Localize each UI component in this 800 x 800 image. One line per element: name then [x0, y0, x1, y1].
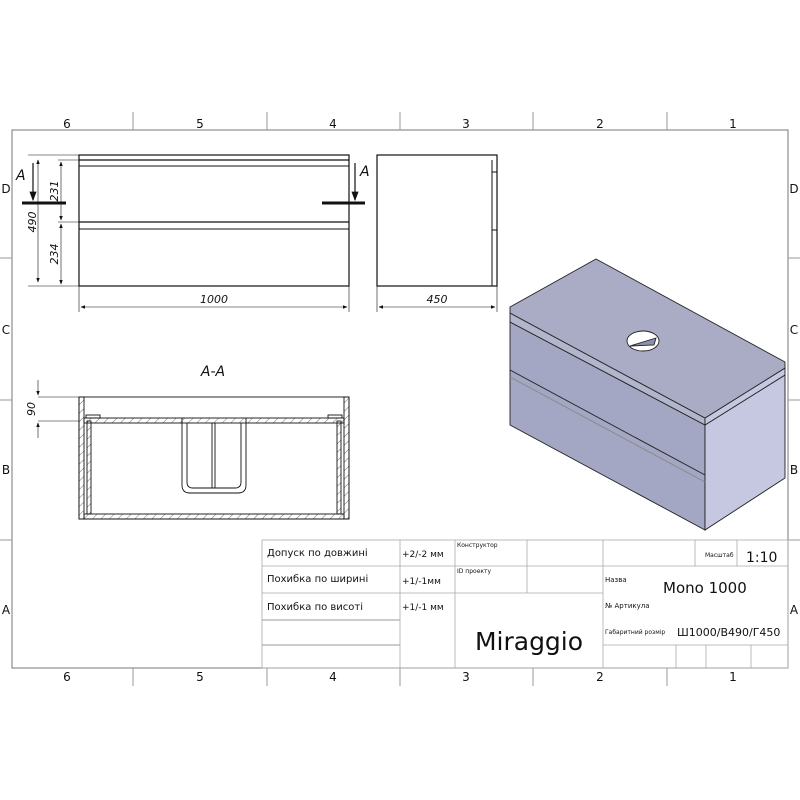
dim-width: 1000	[200, 293, 228, 306]
row-label: D	[789, 182, 798, 196]
project-id-label: ID проекту	[457, 568, 492, 575]
column-label: 1	[729, 670, 737, 684]
dimensions-value: Ш1000/В490/Г450	[677, 626, 780, 639]
column-label: 4	[329, 670, 337, 684]
dim-bottom-drawer: 234	[48, 244, 61, 265]
brand-name: Miraggio	[475, 627, 583, 656]
section-title: A-A	[200, 364, 225, 380]
section-view	[36, 380, 350, 520]
front-view	[22, 154, 365, 312]
dim-top-drawer: 231	[48, 181, 61, 202]
column-label: 6	[63, 670, 71, 684]
column-label: 2	[596, 117, 604, 131]
row-label: A	[790, 603, 799, 617]
dimensions-label: Габаритний розмір	[605, 629, 665, 636]
column-label: 2	[596, 670, 604, 684]
column-label: 1	[729, 117, 737, 131]
article-label: № Артикула	[605, 602, 650, 610]
row-label: B	[2, 463, 10, 477]
tolerance-width-label: Похибка по ширині	[267, 573, 368, 585]
tolerance-length-value: +2/-2 мм	[402, 550, 444, 560]
title-block	[261, 539, 789, 669]
scale-label: Масштаб	[705, 552, 734, 559]
product-name: Mono 1000	[663, 579, 747, 597]
section-mark-left: A	[15, 168, 26, 184]
side-view	[376, 154, 498, 312]
row-label: C	[790, 323, 798, 337]
tolerance-height-label: Похибка по висоті	[267, 601, 363, 613]
tolerance-width-value: +1/-1мм	[402, 577, 441, 587]
dim-depth: 450	[427, 293, 448, 306]
column-label: 6	[63, 117, 71, 131]
name-label: Назва	[605, 576, 627, 584]
row-label: B	[790, 463, 798, 477]
dim-total-height: 490	[26, 212, 39, 233]
column-label: 3	[462, 117, 470, 131]
isometric-view	[509, 258, 786, 531]
tolerance-height-value: +1/-1 мм	[402, 603, 444, 613]
column-label: 3	[462, 670, 470, 684]
tolerance-length-label: Допуск по довжині	[267, 547, 368, 559]
designer-label: Конструктор	[457, 542, 498, 549]
column-label: 5	[196, 670, 204, 684]
row-label: D	[1, 182, 10, 196]
column-label: 4	[329, 117, 337, 131]
row-label: A	[2, 603, 11, 617]
dim-section-depth: 90	[25, 402, 38, 416]
row-label: C	[2, 323, 10, 337]
scale-value: 1:10	[746, 550, 777, 566]
section-mark-right: A	[359, 164, 370, 180]
column-label: 5	[196, 117, 204, 131]
